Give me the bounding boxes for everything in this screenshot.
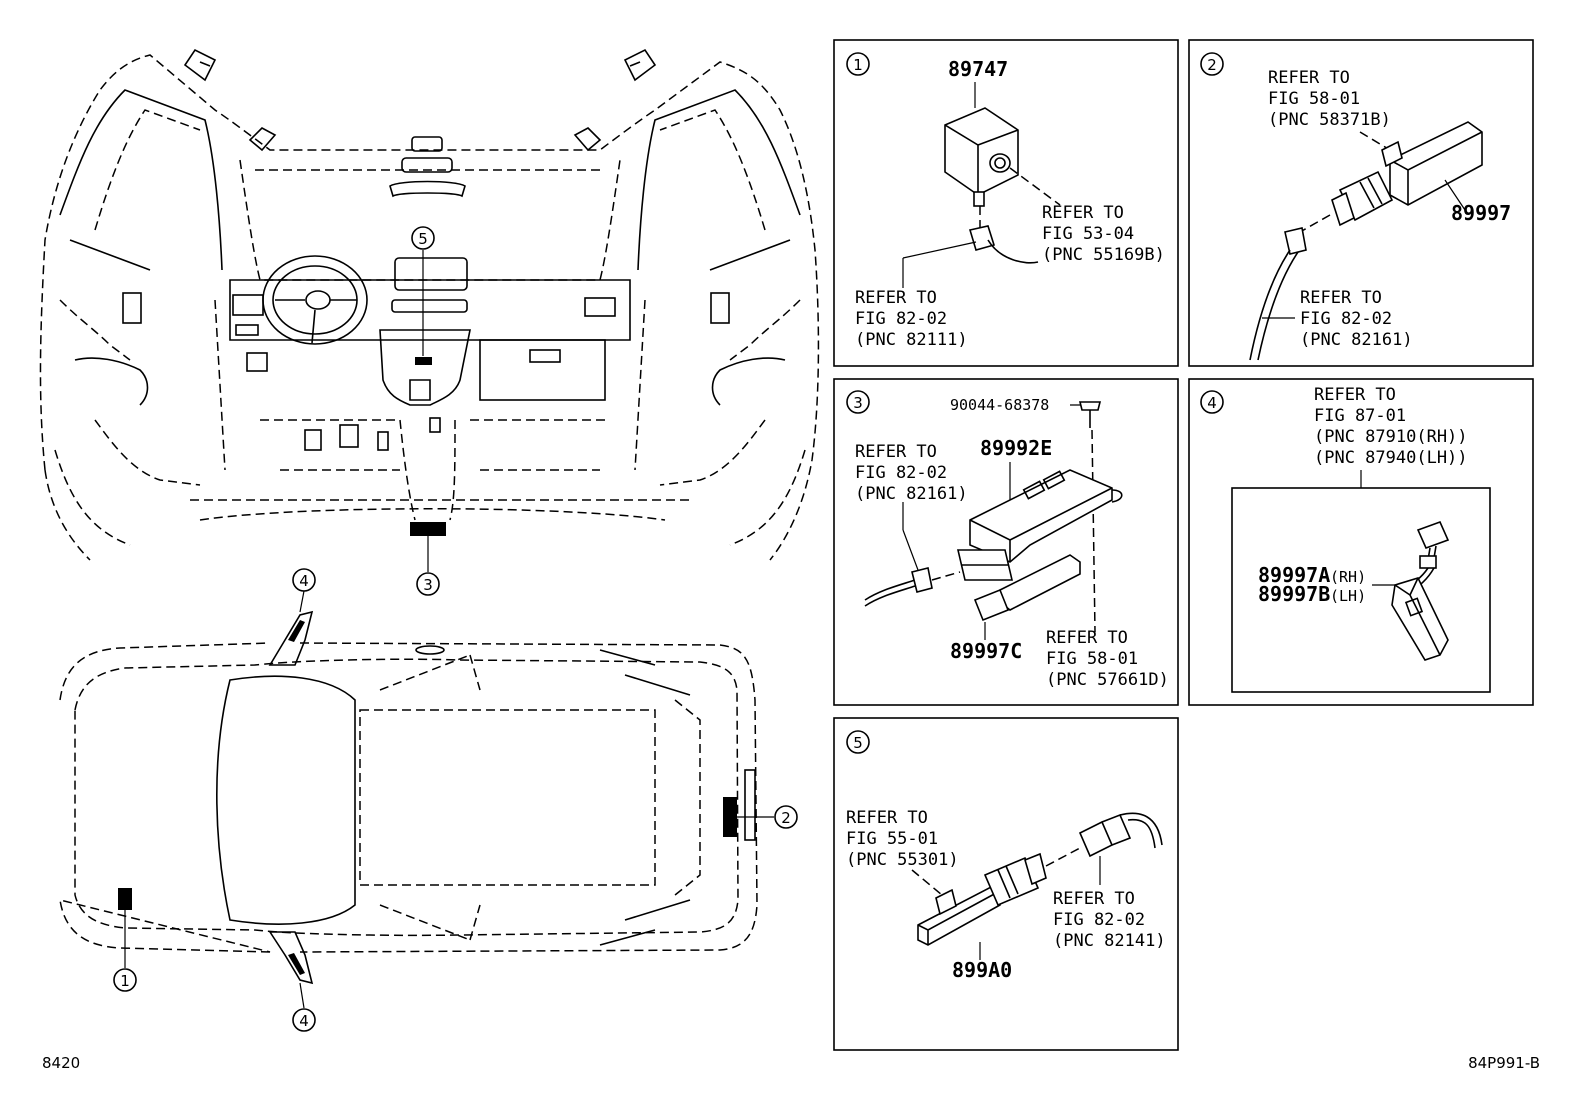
label-panels-p3-ref_b-1: FIG 58-01 bbox=[1046, 649, 1138, 669]
label-callouts-c4: 4 bbox=[299, 572, 309, 590]
callout-4-top: 4 bbox=[292, 568, 316, 592]
label-panels-p2-ref_a-1: FIG 58-01 bbox=[1268, 89, 1360, 109]
part-89997B: 89997B bbox=[1258, 582, 1330, 606]
label-panels-p2-ref_a-2: (PNC 58371B) bbox=[1268, 110, 1391, 130]
label-panels-p2-ref_b-1: FIG 82-02 bbox=[1300, 309, 1392, 329]
label-panels-p5-ref_b-2: (PNC 82141) bbox=[1053, 931, 1166, 951]
label-panels-p1-ref_a-0: REFER TO bbox=[1042, 203, 1124, 223]
label-panels-p3-ref_a-2: (PNC 82161) bbox=[855, 484, 968, 504]
footer-left-code: 8420 bbox=[42, 1054, 80, 1072]
part-89997: 89997 bbox=[1451, 201, 1511, 225]
label-panels-p4-side_lh: (LH) bbox=[1330, 587, 1366, 605]
panel-5: 5 REFER TO FIG 55-01 (PNC 55301) 899A0 R… bbox=[833, 717, 1179, 1051]
callout-4-bottom: 4 bbox=[292, 1008, 316, 1032]
part-899A0: 899A0 bbox=[952, 958, 1012, 982]
label-callouts-c5: 5 bbox=[418, 230, 428, 248]
panel-3: 3 90044-68378 89992E 89997C REFER TO FIG… bbox=[833, 378, 1179, 706]
label-callouts-c3: 3 bbox=[423, 576, 433, 594]
label-panels-p5-ref_a-0: REFER TO bbox=[846, 808, 928, 828]
label-callouts-c4: 4 bbox=[299, 1012, 309, 1030]
label-panels-p2-number: 2 bbox=[1207, 56, 1217, 74]
label-panels-p5-number: 5 bbox=[853, 734, 863, 752]
part-89997A: 89997A bbox=[1258, 563, 1330, 587]
label-panels-p1-ref_b-1: FIG 82-02 bbox=[855, 309, 947, 329]
part-89747: 89747 bbox=[948, 57, 1008, 81]
label-panels-p1-ref_a-1: FIG 53-04 bbox=[1042, 224, 1134, 244]
label-panels-p3-screw: 90044-68378 bbox=[950, 396, 1049, 414]
label-panels-p3-ref_b-0: REFER TO bbox=[1046, 628, 1128, 648]
part-89997C: 89997C bbox=[950, 639, 1022, 663]
callout-2-top-view: 2 bbox=[774, 805, 798, 829]
label-panels-p5-ref_b-0: REFER TO bbox=[1053, 889, 1135, 909]
panel-4: 4 REFER TO FIG 87-01 (PNC 87910(RH)) (PN… bbox=[1188, 378, 1534, 706]
label-panels-p5-ref_b-1: FIG 82-02 bbox=[1053, 910, 1145, 930]
label-panels-p4-ref-1: FIG 87-01 bbox=[1314, 406, 1406, 426]
callout-1-top-view: 1 bbox=[113, 968, 137, 992]
label-panels-p2-ref_b-0: REFER TO bbox=[1300, 288, 1382, 308]
label-panels-p3-ref_a-1: FIG 82-02 bbox=[855, 463, 947, 483]
label-callouts-c2: 2 bbox=[781, 809, 791, 827]
label-panels-p4-side_rh: (RH) bbox=[1330, 568, 1366, 586]
part-89992E: 89992E bbox=[980, 436, 1052, 460]
vehicle-top-view bbox=[59, 590, 774, 1009]
label-panels-p1-ref_b-2: (PNC 82111) bbox=[855, 330, 968, 350]
label-panels-p4-ref-2: (PNC 87910(RH)) bbox=[1314, 427, 1468, 447]
label-panels-p3-ref_a-0: REFER TO bbox=[855, 442, 937, 462]
callout-3-interior: 3 bbox=[416, 572, 440, 596]
label-panels-p4-ref-3: (PNC 87940(LH)) bbox=[1314, 448, 1468, 468]
label-panels-p1-number: 1 bbox=[853, 56, 863, 74]
label-panels-p5-ref_a-1: FIG 55-01 bbox=[846, 829, 938, 849]
label-panels-p5-ref_a-2: (PNC 55301) bbox=[846, 850, 959, 870]
panel-2: 2 REFER TO FIG 58-01 (PNC 58371B) 89997 … bbox=[1188, 39, 1534, 367]
panel-1: 1 89747 REFER TO FIG 53-04 (PNC 55169B) … bbox=[833, 39, 1179, 367]
label-panels-p2-ref_b-2: (PNC 82161) bbox=[1300, 330, 1413, 350]
label-panels-p1-ref_a-2: (PNC 55169B) bbox=[1042, 245, 1165, 265]
label-panels-p4-number: 4 bbox=[1207, 394, 1217, 412]
footer-right-code: 84P991-B bbox=[1468, 1054, 1540, 1072]
label-panels-p2-ref_a-0: REFER TO bbox=[1268, 68, 1350, 88]
interior-view bbox=[39, 48, 820, 572]
label-callouts-c1: 1 bbox=[120, 972, 130, 990]
label-panels-p3-number: 3 bbox=[853, 394, 863, 412]
label-panels-p4-ref-0: REFER TO bbox=[1314, 385, 1396, 405]
label-panels-p3-ref_b-2: (PNC 57661D) bbox=[1046, 670, 1169, 690]
label-panels-p1-ref_b-0: REFER TO bbox=[855, 288, 937, 308]
callout-5-interior: 5 bbox=[411, 226, 435, 250]
